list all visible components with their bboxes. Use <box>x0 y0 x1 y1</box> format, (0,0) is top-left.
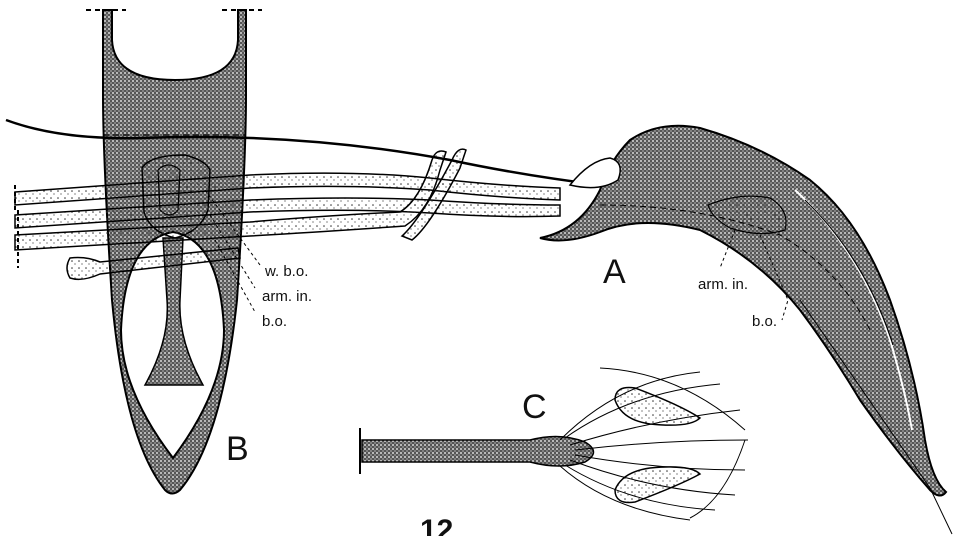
label-c: C <box>522 388 547 426</box>
figure-number: 12 <box>420 514 453 536</box>
label-arm-in-a: arm. in. <box>698 276 748 293</box>
teardrop-lower-c <box>615 467 700 503</box>
label-a: A <box>603 253 626 291</box>
notch-a <box>570 158 620 188</box>
panel-a <box>540 126 952 534</box>
teardrop-upper-c <box>615 388 700 426</box>
label-w-b-o: w. b.o. <box>264 263 308 280</box>
label-b-o-a: b.o. <box>752 313 777 330</box>
label-b: B <box>226 430 249 468</box>
label-b-o-b: b.o. <box>262 313 287 330</box>
panel-c <box>360 368 748 520</box>
label-arm-in-b: arm. in. <box>262 288 312 305</box>
stalk-c <box>362 436 594 466</box>
tubes <box>6 120 600 279</box>
